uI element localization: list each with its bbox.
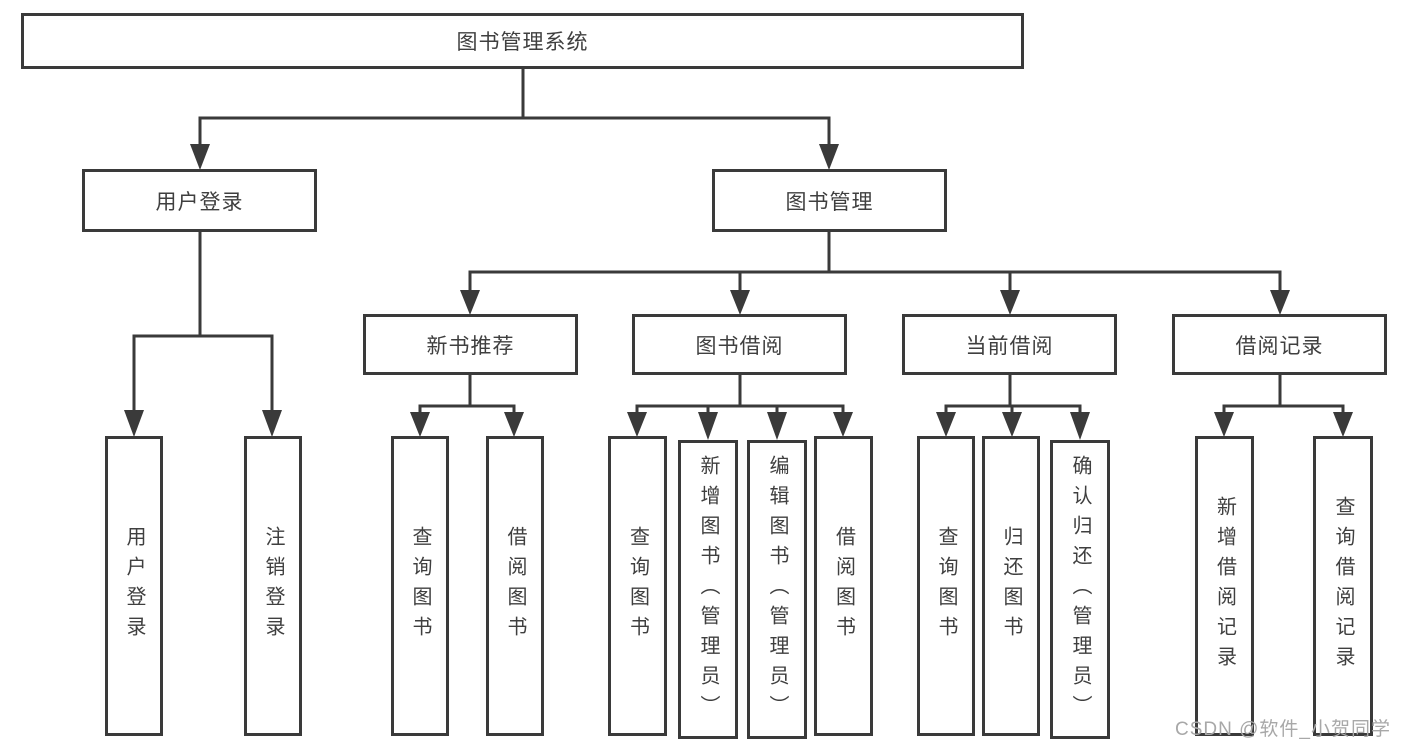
leaf-cb-confirm-return-label: 确认归还（管理员） [1069,454,1091,725]
node-book-management: 图书管理 [712,169,947,232]
node-current-borrowing: 当前借阅 [902,314,1117,375]
leaf-logout-label: 注销登录 [262,526,284,646]
connector-bookmgmt-to-level3 [460,232,1290,315]
leaf-nbr-query-book-label: 查询图书 [409,526,431,646]
leaf-bb-add-book: 新增图书（管理员） [678,440,738,739]
node-borrowing-records-label: 借阅记录 [1235,334,1324,358]
connector-bookborrow-to-children [627,375,853,440]
leaf-nbr-query-book: 查询图书 [391,436,449,736]
leaf-br-add-record: 新增借阅记录 [1195,436,1254,736]
connector-borrowrecord-to-children [1214,375,1353,437]
node-user-login: 用户登录 [82,169,317,232]
node-current-borrowing-label: 当前借阅 [965,334,1054,358]
leaf-bb-edit-book-label: 编辑图书（管理员） [766,454,788,725]
node-book-borrowing: 图书借阅 [632,314,847,375]
leaf-cb-return-book: 归还图书 [982,436,1040,736]
leaf-logout: 注销登录 [244,436,302,736]
node-user-login-label: 用户登录 [155,190,244,214]
node-root-label: 图书管理系统 [456,31,589,54]
leaf-bb-query-book-label: 查询图书 [626,526,649,646]
leaf-user-login-label: 用户登录 [123,526,145,646]
leaf-br-add-record-label: 新增借阅记录 [1213,496,1236,676]
leaf-bb-query-book: 查询图书 [608,436,667,736]
leaf-br-query-record: 查询借阅记录 [1313,436,1373,736]
leaf-user-login: 用户登录 [105,436,163,736]
leaf-bb-edit-book: 编辑图书（管理员） [747,440,807,739]
leaf-bb-borrow-book: 借阅图书 [814,436,873,736]
leaf-bb-add-book-label: 新增图书（管理员） [697,454,719,725]
leaf-cb-confirm-return: 确认归还（管理员） [1050,440,1110,739]
node-borrowing-records: 借阅记录 [1172,314,1387,375]
node-book-management-label: 图书管理 [785,190,874,214]
connector-currentborrow-to-children [936,375,1090,440]
node-book-borrowing-label: 图书借阅 [695,334,784,358]
leaf-cb-query-book-label: 查询图书 [935,526,957,646]
connector-root-to-level2 [190,69,839,170]
leaf-cb-return-book-label: 归还图书 [1000,526,1022,646]
connector-userlogin-to-children [124,232,282,437]
connector-newbookrec-to-children [410,375,524,437]
node-root: 图书管理系统 [21,13,1024,69]
leaf-cb-query-book: 查询图书 [917,436,975,736]
leaf-nbr-borrow-book-label: 借阅图书 [504,526,526,646]
leaf-nbr-borrow-book: 借阅图书 [486,436,544,736]
csdn-watermark: CSDN @软件_小贺同学 [1175,719,1391,740]
leaf-br-query-record-label: 查询借阅记录 [1332,496,1354,676]
node-new-book-recommendation-label: 新书推荐 [426,334,515,358]
leaf-bb-borrow-book-label: 借阅图书 [832,526,855,646]
node-new-book-recommendation: 新书推荐 [363,314,578,375]
